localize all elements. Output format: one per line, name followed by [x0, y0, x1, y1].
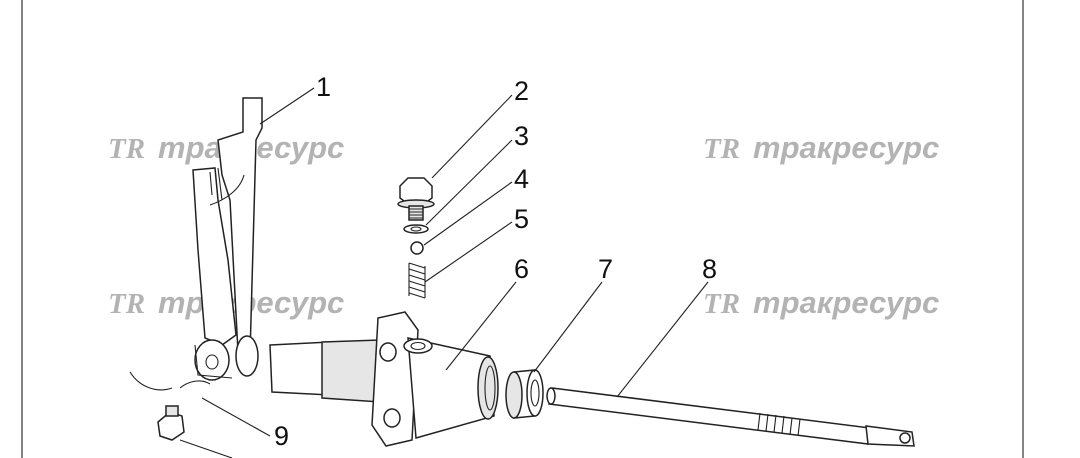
callout-1: 1	[316, 72, 331, 102]
callout-7: 7	[598, 254, 613, 284]
part-1-shift-fork	[192, 97, 263, 381]
part-3-washer	[403, 224, 429, 234]
callout-9: 9	[274, 421, 289, 451]
part-9-bolt-and-clip	[129, 371, 211, 441]
watermark-bottom-right: TR тракресурс	[703, 285, 939, 320]
leader-line-9	[201, 397, 271, 437]
part-8-shift-rod	[546, 387, 915, 447]
leader-line-8	[616, 281, 709, 398]
callout-8: 8	[702, 254, 717, 284]
watermark-logo: TR	[703, 133, 740, 165]
part-2-plug-bolt	[397, 177, 435, 221]
watermark-top-right: TR тракресурс	[703, 130, 939, 165]
leader-line-4	[423, 181, 513, 246]
callout-2: 2	[514, 76, 529, 106]
part-4-ball	[410, 241, 424, 255]
part-7-bearing	[505, 369, 544, 419]
part-5-spring	[408, 262, 426, 299]
leader-line-7	[533, 281, 603, 373]
leader-line-1	[259, 87, 315, 125]
watermark-brand-text: тракресурс	[753, 285, 939, 320]
leader-line-9b	[179, 439, 233, 458]
callout-6: 6	[514, 254, 529, 284]
watermark-logo: TR	[108, 288, 145, 320]
watermark-logo: TR	[703, 288, 740, 320]
watermark-brand-text: тракресурс	[753, 130, 939, 165]
leader-line-3	[425, 139, 513, 226]
leader-line-5	[424, 221, 513, 283]
leader-line-6	[445, 281, 517, 371]
callout-3: 3	[514, 121, 529, 151]
leader-line-2	[431, 94, 513, 179]
callout-4: 4	[514, 164, 529, 194]
part-6-shift-housing	[269, 311, 499, 447]
callout-5: 5	[514, 204, 529, 234]
watermark-logo: TR	[108, 133, 145, 165]
